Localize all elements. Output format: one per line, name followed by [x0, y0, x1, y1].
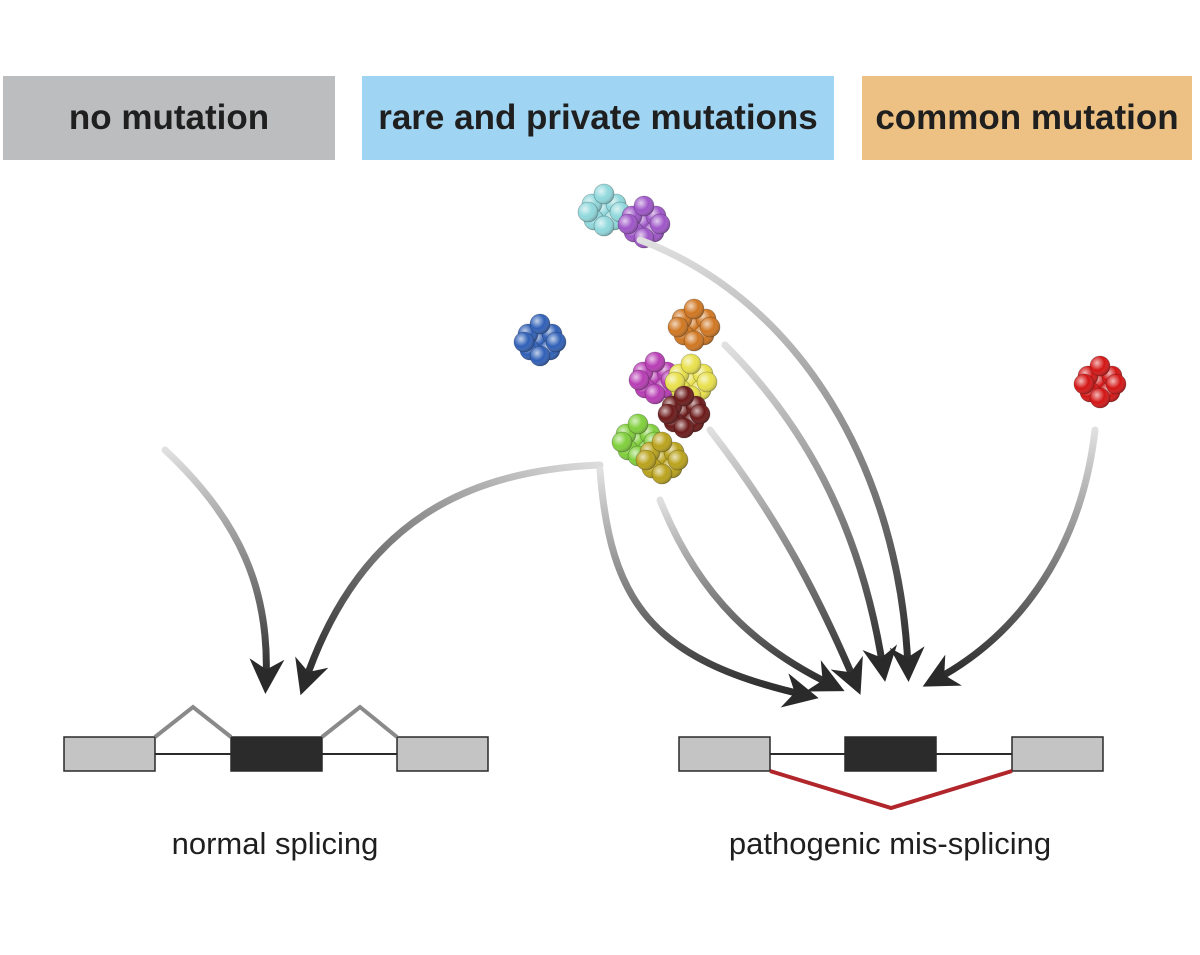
junction-2-normal — [320, 704, 399, 739]
common-mutation-cluster — [1073, 355, 1127, 409]
exon-1-pathogenic — [678, 736, 771, 772]
rare-mutation-clusters — [513, 183, 721, 485]
mutation-residue-cluster-7 — [657, 385, 711, 439]
arrow-rare-to-normal — [295, 461, 604, 696]
arrow-rare-2-to-pathogenic — [656, 496, 845, 692]
arrow-rare-5-to-pathogenic — [636, 236, 925, 682]
gene-model-pathogenic — [678, 736, 1104, 811]
mutation-residue-cluster-9 — [635, 431, 689, 485]
junction-1-normal — [153, 704, 233, 739]
header-no-mutation: no mutation — [3, 76, 335, 160]
exon-3-normal — [396, 736, 489, 772]
header-rare-private-mutations: rare and private mutations — [362, 76, 834, 160]
exon-3-pathogenic — [1011, 736, 1104, 772]
arrow-no-mutation-to-normal — [161, 446, 285, 694]
mutation-residue-cluster-4 — [667, 298, 721, 352]
exon-skipping-junction — [769, 769, 1013, 811]
caption-normal-splicing: normal splicing — [171, 826, 379, 861]
header-rare-private-label: rare and private mutations — [378, 98, 818, 137]
exon-2-pathogenic — [844, 736, 937, 772]
mutation-residue-cluster-3 — [513, 313, 567, 367]
arrow-rare-1-to-pathogenic — [596, 466, 819, 708]
exon-1-normal — [63, 736, 156, 772]
caption-pathogenic-mis-splicing: pathogenic mis-splicing — [728, 826, 1052, 861]
arrow-rare-3-to-pathogenic — [706, 426, 863, 695]
arrow-common-to-pathogenic — [922, 426, 1099, 687]
mutation-residue-cluster-2 — [617, 195, 671, 249]
common-mutation-residue-cluster — [1073, 355, 1127, 409]
mutation-residue-cluster-1 — [577, 183, 631, 237]
arrow-rare-4-to-pathogenic — [721, 341, 898, 682]
header-common-label: common mutation — [875, 98, 1179, 137]
header-no-mutation-label: no mutation — [68, 98, 270, 137]
header-common-mutation: common mutation — [862, 76, 1192, 160]
exon-2-normal — [230, 736, 323, 772]
gene-model-normal — [63, 704, 489, 772]
